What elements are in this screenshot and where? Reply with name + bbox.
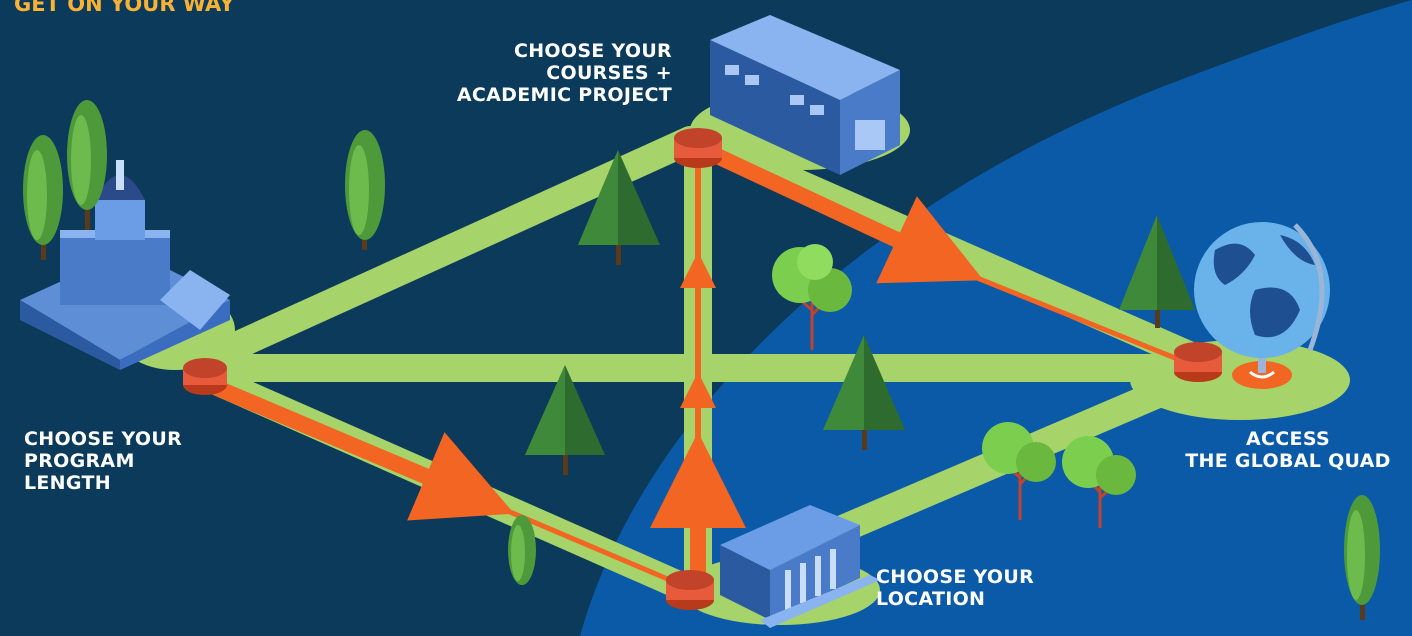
- marker-button-icon: [666, 570, 714, 610]
- marker-button-icon: [1174, 342, 1222, 382]
- tree-icon: [1344, 495, 1380, 620]
- orange-route: [202, 147, 1183, 588]
- globe-icon: [1194, 222, 1330, 389]
- pine-tree-icon: [525, 365, 605, 475]
- capitol-building-icon: [20, 160, 230, 370]
- tree-icon: [508, 515, 536, 585]
- step-label-courses: CHOOSE YOUR COURSES + ACADEMIC PROJECT: [420, 40, 672, 106]
- marker-button-icon: [674, 128, 722, 168]
- step-label-line: LOCATION: [876, 588, 986, 610]
- step-label-line: COURSES +: [546, 62, 672, 84]
- step-label-program-length: CHOOSE YOUR PROGRAM LENGTH: [24, 428, 182, 494]
- step-label-line: ACADEMIC PROJECT: [456, 84, 672, 106]
- step-label-location: CHOOSE YOUR LOCATION: [876, 566, 1034, 610]
- pine-tree-icon: [1119, 215, 1195, 328]
- academic-building-icon: [710, 15, 900, 175]
- tree-icon: [23, 135, 63, 260]
- step-label-line: CHOOSE YOUR: [876, 566, 1035, 588]
- tree-icon: [345, 130, 385, 250]
- tree-icon: [1062, 436, 1136, 528]
- pine-tree-icon: [578, 150, 660, 265]
- tree-icon: [67, 100, 107, 230]
- step-label-line: CHOOSE YOUR: [24, 428, 183, 450]
- tree-icon: [772, 244, 852, 350]
- step-label-line: PROGRAM: [24, 450, 135, 472]
- page-heading: GET ON YOUR WAY: [14, 0, 235, 16]
- marker-button-icon: [183, 358, 227, 395]
- tree-icon: [982, 422, 1056, 520]
- step-label-global-quad: ACCESS THE GLOBAL QUAD: [1170, 428, 1406, 472]
- pine-tree-icon: [823, 335, 905, 450]
- background-blue-region: [580, 0, 1412, 636]
- bank-building-icon: [720, 505, 880, 628]
- step-label-line: CHOOSE YOUR: [513, 40, 672, 62]
- step-label-line: LENGTH: [24, 472, 111, 494]
- step-label-line: ACCESS: [1246, 428, 1330, 450]
- step-label-line: THE GLOBAL QUAD: [1185, 450, 1391, 472]
